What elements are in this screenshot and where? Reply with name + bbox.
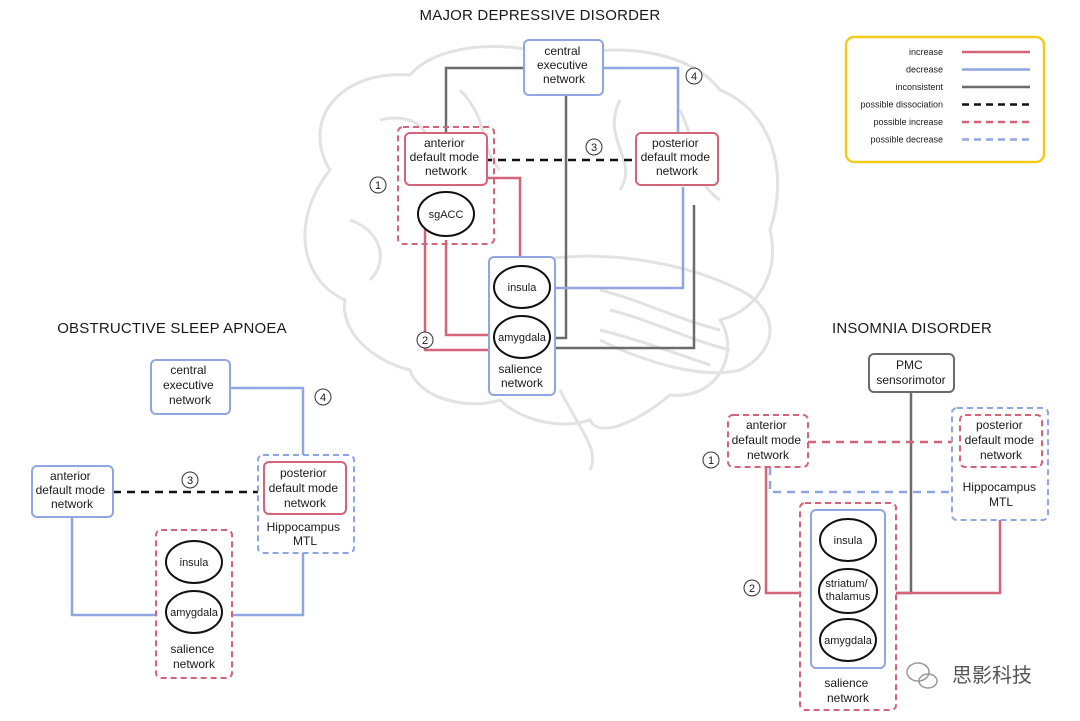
legend-label-inconsistent: inconsistent	[895, 82, 943, 92]
ins-hippo-label: Hippocampus MTL	[963, 480, 1040, 509]
ins-amygdala-node	[819, 618, 877, 662]
osa-insula-node	[165, 540, 223, 584]
osa-hippo-label: Hippocampus MTL	[267, 520, 344, 548]
mdd-link-pdmn-insula	[553, 187, 685, 290]
osa-link-cen-pdmn	[228, 386, 305, 455]
mdd-link-cen-pdmn	[603, 66, 680, 132]
mdd-markers	[369, 67, 703, 349]
watermark: 思影科技	[906, 662, 1032, 689]
ins-striatum-label: striatum/ thalamus	[825, 578, 870, 603]
mdd-admn-box	[404, 132, 488, 186]
ins-link-admn-salience	[764, 467, 800, 595]
legend-label-increase: increase	[909, 47, 943, 57]
ins-admn-label: anterior default mode network	[732, 418, 805, 462]
legend-label-possible-decrease: possible decrease	[870, 135, 943, 145]
mdd-marker-4: 4	[691, 71, 697, 83]
ins-amygdala-label: amygdala	[824, 635, 873, 647]
mdd-sgacc-label: sgACC	[429, 209, 464, 221]
ins-pdmn-box	[959, 414, 1043, 468]
ins-link-admn-hippo	[768, 467, 955, 494]
osa-pdmn-box	[263, 461, 347, 515]
insomnia-connections	[764, 392, 1002, 595]
mdd-admn-label: anterior default mode network	[410, 136, 483, 178]
osa-insula-label: insula	[180, 557, 210, 569]
mdd-title: MAJOR DEPRESSIVE DISORDER	[420, 7, 661, 24]
ins-pdmn-label: posterior default mode network	[965, 418, 1038, 462]
ins-admn-box	[727, 414, 809, 468]
osa-title: OBSTRUCTIVE SLEEP APNOEA	[57, 320, 287, 337]
osa-pdmn-label: posterior default mode network	[269, 466, 342, 510]
mdd-link-sgacc-amygdala	[444, 240, 494, 337]
ins-salience-label: salience network	[824, 676, 871, 705]
osa-salience-label: salience network	[170, 642, 217, 671]
ins-markers	[702, 451, 761, 597]
mdd-salience-label: salience network	[498, 362, 545, 390]
ins-insula-label: insula	[834, 535, 864, 547]
osa-cen-box	[150, 359, 231, 415]
mdd-link-amygdala-pdmn	[540, 205, 696, 350]
osa-link-admn-salience	[70, 517, 163, 617]
mdd-sgacc-node	[417, 191, 475, 237]
legend-swatches	[962, 50, 1030, 141]
watermark-text: 思影科技	[952, 663, 1032, 687]
mdd-amygdala-label: amygdala	[498, 332, 547, 344]
mdd-admn-dashed-region	[397, 126, 495, 245]
ins-striatum-node	[818, 568, 878, 614]
osa-link-salience-pdmn	[232, 553, 305, 617]
mdd-marker-2: 2	[422, 335, 428, 347]
osa-connections	[70, 386, 305, 617]
mdd-link-cen-admn	[444, 66, 524, 132]
mdd-insula-label: insula	[508, 282, 538, 294]
mdd-amygdala-node	[493, 315, 551, 359]
wechat-icon	[906, 662, 938, 689]
ins-insula-node	[819, 518, 877, 562]
legend-label-possible-increase: possible increase	[873, 117, 943, 127]
mdd-connections	[423, 66, 696, 352]
ins-marker-1: 1	[708, 455, 714, 467]
mdd-cen-box	[523, 39, 604, 96]
mdd-link-cen-amygdala	[552, 95, 568, 340]
mdd-pdmn-label: posterior default mode network	[641, 136, 714, 178]
osa-cen-label: central executive network	[163, 363, 217, 407]
ins-link-salience-hippo	[888, 520, 1002, 595]
legend-label-dissociation: possible dissociation	[860, 100, 943, 110]
osa-admn-label: anterior default mode network	[36, 469, 109, 511]
legend-label-decrease: decrease	[906, 65, 943, 75]
insomnia-title: INSOMNIA DISORDER	[832, 320, 992, 337]
ins-pmc-box	[868, 353, 955, 393]
mdd-cen-label: central executive network	[537, 44, 591, 86]
osa-marker-4: 4	[320, 392, 326, 404]
mdd-marker-3: 3	[591, 142, 597, 154]
ins-pmc-label: PMC sensorimotor	[876, 358, 945, 387]
osa-amygdala-label: amygdala	[170, 607, 219, 619]
osa-markers	[181, 388, 332, 489]
osa-marker-3: 3	[187, 475, 193, 487]
mdd-pdmn-box	[635, 132, 719, 186]
mdd-link-admn-salience	[423, 218, 492, 352]
mdd-insula-node	[493, 265, 551, 309]
osa-admn-box	[31, 465, 114, 518]
ins-marker-2: 2	[749, 583, 755, 595]
osa-amygdala-node	[165, 590, 223, 634]
mdd-marker-1: 1	[375, 180, 381, 192]
